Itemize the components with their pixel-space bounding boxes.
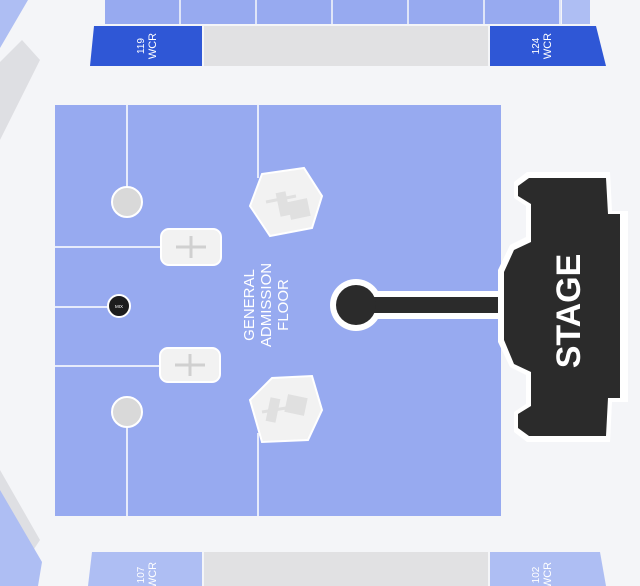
wcr-label-124: 124 WCR — [531, 33, 554, 59]
sound-tower-top-left — [111, 186, 143, 218]
svg-text:124: 124 — [531, 37, 542, 54]
svg-text:107: 107 — [136, 566, 147, 583]
camera-riser-lower — [248, 374, 324, 444]
left-lower-seating-section[interactable] — [0, 490, 42, 586]
wcr-section-107[interactable] — [88, 552, 202, 586]
stage: STAGE — [498, 172, 628, 442]
svg-text:119: 119 — [136, 38, 147, 54]
production-platform-lower — [159, 347, 221, 383]
svg-text:WCR: WCR — [542, 562, 554, 586]
wcr-label-119: 119 WCR — [136, 33, 159, 59]
wcr-section-124[interactable] — [490, 26, 606, 66]
wcr-section-119[interactable] — [90, 26, 202, 66]
top-wcr-row — [90, 26, 606, 66]
mix-label: MIX — [115, 304, 123, 309]
sound-tower-bottom-left — [111, 396, 143, 428]
wcr-section-102[interactable] — [490, 552, 606, 586]
left-lower-aisle-section — [0, 470, 40, 555]
stage-label: STAGE — [550, 254, 588, 369]
mix-position[interactable]: MIX — [107, 294, 131, 318]
svg-text:102: 102 — [531, 566, 542, 583]
svg-text:WCR: WCR — [542, 33, 554, 59]
bottom-wcr-row — [88, 552, 606, 586]
floor-label: GENERAL ADMISSION FLOOR — [241, 263, 292, 347]
floor-label-line-3: FLOOR — [275, 279, 292, 331]
floor-grid-lines — [55, 105, 259, 516]
camera-riser-upper — [248, 166, 324, 238]
floor-label-line-1: GENERAL — [241, 269, 258, 341]
bottom-aisle-block — [204, 552, 488, 586]
top-seating-row — [105, 0, 590, 24]
production-platform-upper — [160, 228, 222, 266]
stage-catwalk — [330, 279, 520, 331]
top-aisle-block — [204, 26, 488, 66]
left-upper-seating-section[interactable] — [0, 0, 28, 48]
wcr-label-102: 102 WCR — [531, 562, 554, 586]
svg-text:WCR: WCR — [147, 33, 159, 59]
left-upper-aisle-section — [0, 40, 40, 140]
floor-label-line-2: ADMISSION — [258, 263, 275, 347]
top-right-corner-seating[interactable] — [562, 0, 590, 24]
wcr-label-107: 107 WCR — [136, 562, 159, 586]
svg-text:WCR: WCR — [147, 562, 159, 586]
